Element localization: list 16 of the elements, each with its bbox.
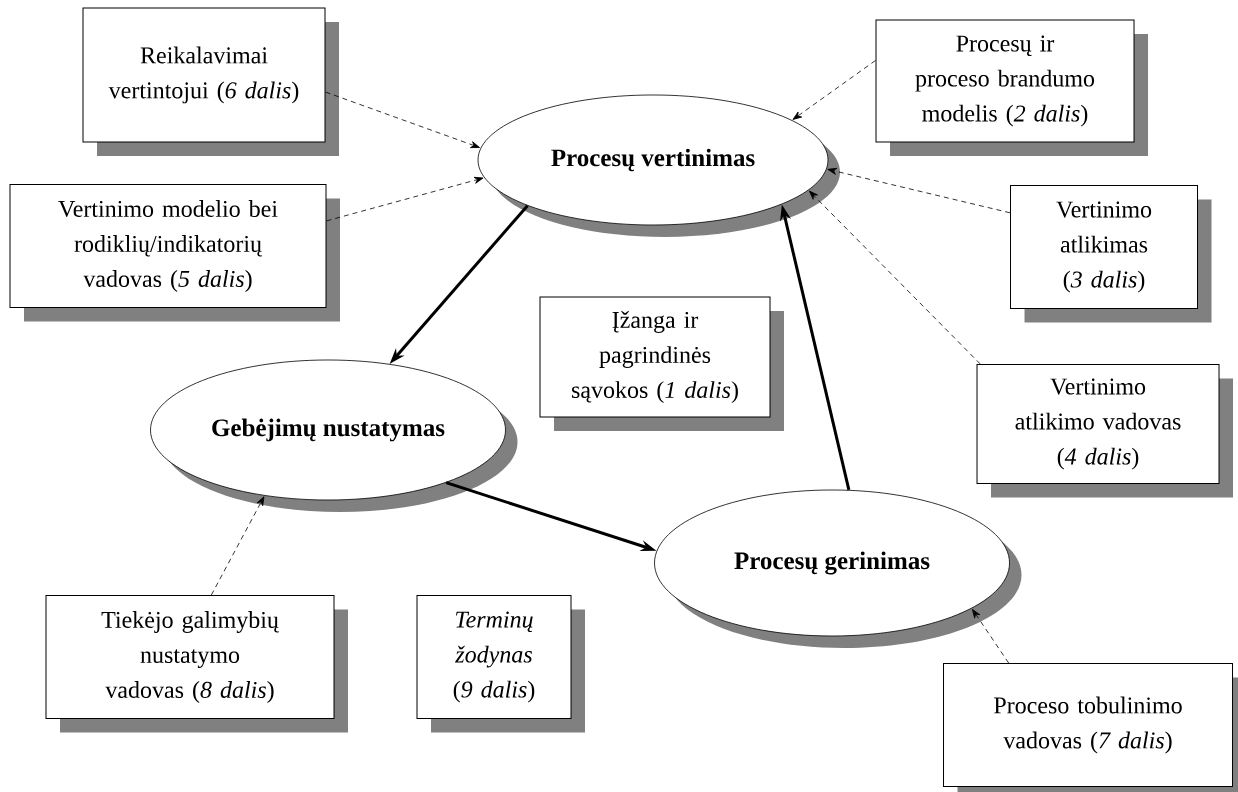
arrow xyxy=(326,176,484,222)
section-box: Vertinimo atlikimo vadovas (4 dalis) xyxy=(976,364,1233,498)
section-box: Vertinimo modelio bei rodiklių/indikatorių vadovas (5 dalis) xyxy=(9,184,340,322)
section-box: Procesų ir proceso brandumo modelis (2 dalis) xyxy=(875,19,1148,156)
section-box: Vertinimo atlikimas (3 dalis) xyxy=(1010,185,1212,323)
section-box: Terminų žodynas (9 dalis) xyxy=(416,595,585,733)
section-box: Tiekėjo galimybių nustatymo vadovas (8 dalis) xyxy=(45,595,348,733)
section-box: Įžanga ir pagrindinės sąvokos (1 dalis) xyxy=(539,296,784,431)
arrow xyxy=(210,496,265,596)
arrow xyxy=(972,609,1010,664)
section-box: Proceso tobulinimo vadovas (7 dalis) xyxy=(943,663,1238,792)
arrow xyxy=(792,60,876,120)
arrow xyxy=(808,190,981,365)
section-box: Reikalavimai vertintojui (6 dalis) xyxy=(82,7,339,156)
arrow xyxy=(827,167,1011,214)
arrow xyxy=(325,91,480,148)
